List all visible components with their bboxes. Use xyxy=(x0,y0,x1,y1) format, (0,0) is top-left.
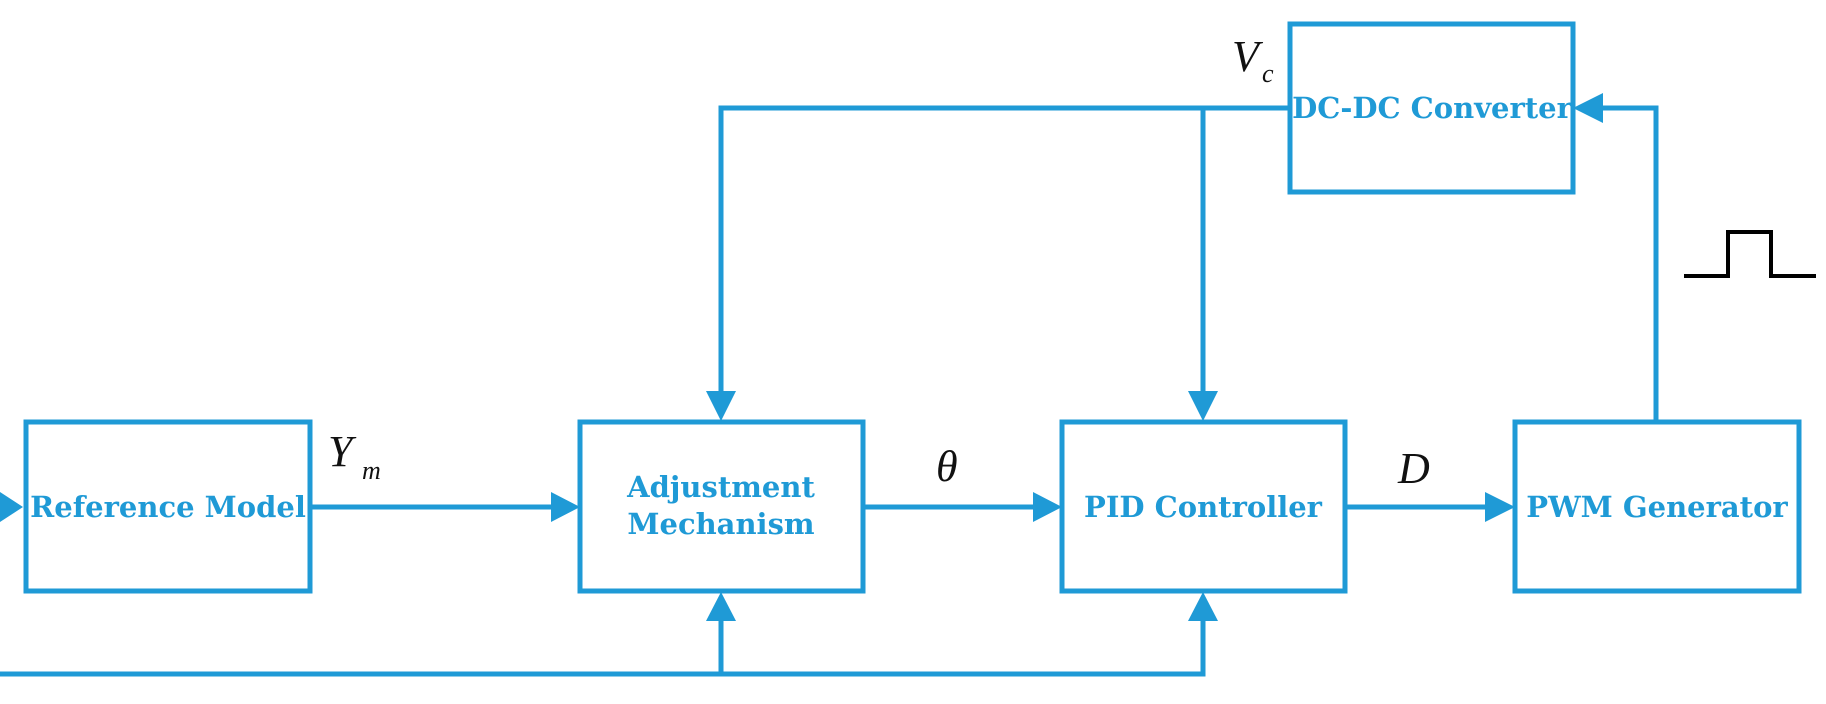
adjustment-mechanism-block xyxy=(577,419,866,594)
pid-controller-label: PID Controller xyxy=(1084,490,1323,524)
duty-label: D xyxy=(1397,444,1430,493)
pwm-generator-block xyxy=(1512,419,1802,594)
theta-label: θ xyxy=(936,442,958,491)
pwm-generator-label: PWM Generator xyxy=(1526,490,1788,524)
reference-model-block xyxy=(23,419,313,594)
arrowhead-bottom-to-adjustment xyxy=(706,592,736,621)
arrowhead-into-converter xyxy=(1573,93,1603,123)
vc-label: V xyxy=(1232,32,1264,81)
pid-controller-block xyxy=(1059,419,1348,594)
pwm-to-converter-line xyxy=(1602,105,1659,422)
vc-feedback-line xyxy=(718,105,1290,392)
arrowhead-vc-to-adjustment xyxy=(706,391,736,421)
bottom-feedback-line xyxy=(0,620,1206,677)
pwm-pulse-icon xyxy=(1684,230,1816,278)
dcdc-converter-label: DC-DC Converter xyxy=(1292,91,1573,125)
dcdc-converter-block xyxy=(1287,21,1576,195)
ym-subscript: m xyxy=(362,456,381,485)
adjustment-mechanism-label-line1: Adjustment xyxy=(626,470,815,504)
arrowhead-bottom-to-pid xyxy=(1188,592,1218,621)
adjustment-mechanism-label-line2: Mechanism xyxy=(627,507,815,541)
arrowhead-duty xyxy=(1485,492,1515,522)
arrowhead-vc-to-pid xyxy=(1188,391,1218,421)
arrowhead-input xyxy=(0,492,23,522)
reference-model-label: Reference Model xyxy=(30,490,306,524)
arrowhead-theta xyxy=(1033,492,1062,522)
vc-subscript: c xyxy=(1262,59,1274,88)
ym-label: Y xyxy=(328,427,357,476)
arrowhead-ym xyxy=(551,492,580,522)
